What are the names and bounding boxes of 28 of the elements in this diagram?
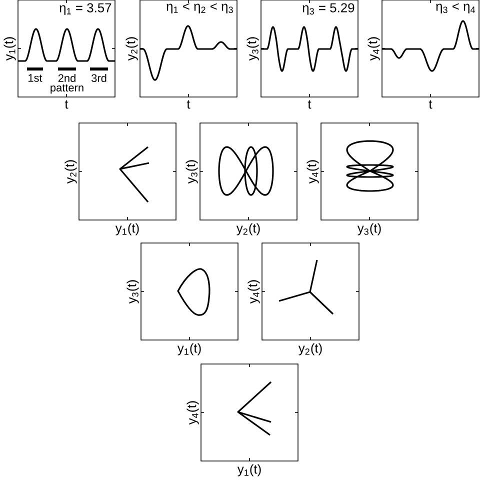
- parameter-label: η$_{3}$ < η$_{4}$: [436, 3, 476, 14]
- pattern-label: 1st: [28, 74, 42, 82]
- axis-label: t: [428, 100, 432, 109]
- axis-label: y$_{1}$(t): [177, 343, 201, 356]
- axis-label: y$_{1}$(t): [237, 464, 261, 476]
- pattern-label: 2nd: [58, 74, 76, 82]
- axis-label: y$_{3}$(t): [357, 223, 381, 236]
- axis-label: t: [308, 100, 312, 109]
- axis-label: t: [186, 100, 190, 109]
- axis-label: y$_{4}$(t): [368, 37, 380, 61]
- axis-label: y$_{4}$(t): [186, 401, 199, 425]
- parameter-label: η$_{1}$ = 3.57: [59, 3, 112, 15]
- axis-label: y$_{3}$(t): [126, 280, 139, 304]
- axis-label: y$_{2}$(t): [236, 223, 260, 236]
- axis-label: y$_{2}$(t): [64, 160, 77, 184]
- axis-label: y$_{3}$(t): [186, 160, 198, 184]
- axis-label: y$_{2}$(t): [126, 37, 138, 61]
- axis-label: y$_{1}$(t): [4, 37, 16, 61]
- parameter-label: η$_{1}$ < η$_{2}$ < η$_{3}$: [166, 3, 234, 14]
- pattern-label: pattern: [50, 84, 84, 94]
- axis-label: y$_{3}$(t): [246, 37, 259, 61]
- axis-label: y$_{4}$(t): [306, 160, 319, 184]
- axis-label: y$_{4}$(t): [248, 280, 260, 304]
- axis-label: t: [64, 100, 68, 109]
- pattern-label: 3rd: [92, 74, 106, 82]
- parameter-label: η$_{3}$ = 5.29: [302, 3, 355, 15]
- axis-label: y$_{2}$(t): [298, 343, 322, 356]
- axis-label: y$_{1}$(t): [115, 223, 139, 236]
